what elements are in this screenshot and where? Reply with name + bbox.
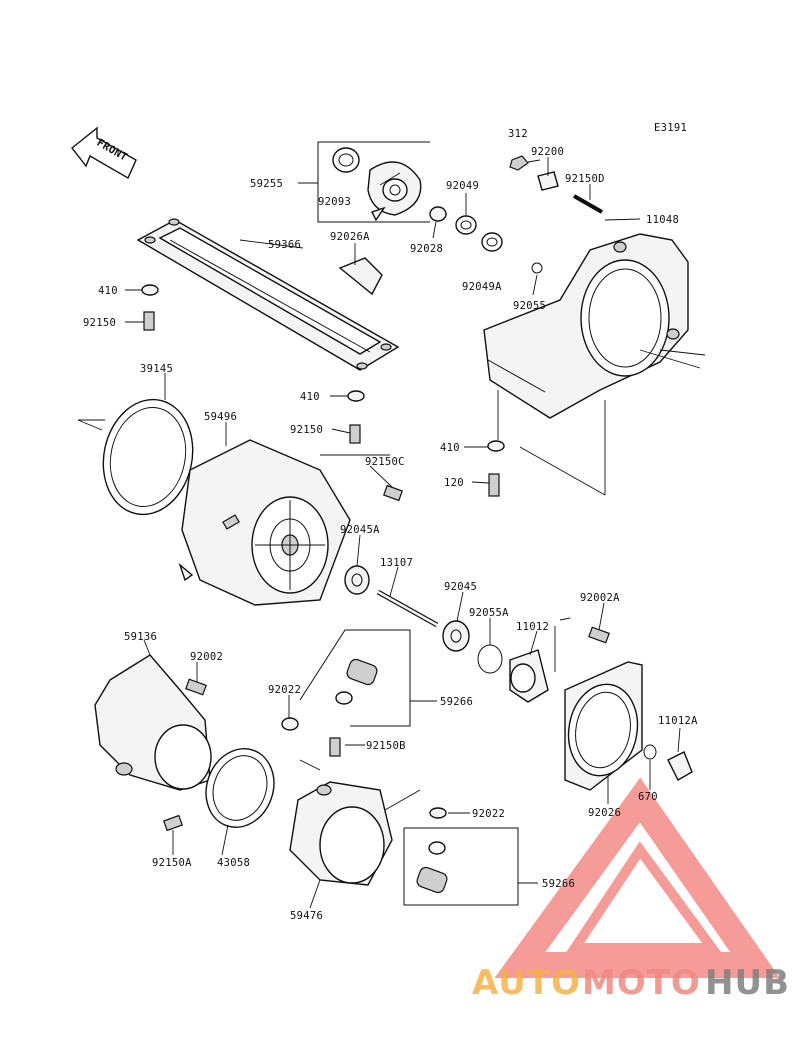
label-39145: 39145: [140, 363, 173, 375]
diagram-code: E3191: [654, 122, 687, 134]
label-92022-a: 92022: [268, 684, 301, 696]
part-shape-59496: [178, 439, 351, 606]
watermark-word-hub: HUB: [705, 963, 790, 1003]
part-shape-11048: [483, 233, 689, 419]
part-labels: 312 92200 92150D 11048 59255 92093 92049…: [83, 128, 698, 922]
watermark-word-auto: AUTO: [472, 963, 581, 1003]
label-312: 312: [508, 128, 528, 140]
part-shape-92026A: [338, 257, 383, 296]
label-92093: 92093: [318, 196, 351, 208]
label-670: 670: [638, 791, 658, 803]
label-92055A: 92055A: [469, 607, 509, 619]
watermark-logo: [494, 777, 780, 978]
part-shape-92022: [281, 717, 447, 819]
part-shape-11012: [509, 649, 549, 703]
part-shape-59366: [136, 218, 400, 371]
label-92150B: 92150B: [366, 740, 406, 752]
part-shape-92150A: [163, 814, 183, 832]
label-11012A: 11012A: [658, 715, 698, 727]
label-92055: 92055: [513, 300, 546, 312]
label-92200: 92200: [531, 146, 564, 158]
label-92150-b: 92150: [290, 424, 323, 436]
watermark-wordmark: AUTO MOTO HUB: [472, 963, 790, 1003]
part-shape-92045A: [344, 565, 370, 595]
leader-lines: [77, 157, 706, 909]
part-shape-670: [643, 744, 657, 760]
watermark-triangle-icon: [494, 777, 780, 978]
label-92002A: 92002A: [580, 592, 620, 604]
part-shape-92055A: [477, 644, 503, 674]
label-92002: 92002: [190, 651, 223, 663]
part-shape-120: [488, 473, 500, 497]
label-43058: 43058: [217, 857, 250, 869]
label-59266-a: 59266: [440, 696, 473, 708]
part-shape-92049: [455, 215, 503, 252]
label-92049A: 92049A: [462, 281, 502, 293]
part-shape-312: [509, 155, 529, 171]
label-92022-b: 92022: [472, 808, 505, 820]
label-59366: 59366: [268, 239, 301, 251]
label-11012: 11012: [516, 621, 549, 633]
part-shape-59255: [317, 141, 430, 223]
part-shape-92002A: [588, 626, 610, 644]
label-92045A: 92045A: [340, 524, 380, 536]
label-92028: 92028: [410, 243, 443, 255]
label-410-a: 410: [98, 285, 118, 297]
label-11048: 11048: [646, 214, 679, 226]
label-92150A: 92150A: [152, 857, 192, 869]
part-shape-39145: [102, 398, 194, 516]
part-shape-59266-lower: [403, 827, 519, 906]
label-410-c: 410: [440, 442, 460, 454]
label-92150-a: 92150: [83, 317, 116, 329]
label-59255: 59255: [250, 178, 283, 190]
part-shape-92150B: [329, 737, 341, 757]
part-shape-92028: [429, 206, 447, 222]
part-shape-11012A: [667, 751, 693, 781]
part-shape-59266-upper: [299, 629, 411, 727]
front-arrow-icon: FRONT: [71, 126, 137, 179]
part-shape-43058: [205, 748, 275, 828]
part-shape-92055: [531, 262, 543, 274]
part-shape-92150D: [573, 194, 603, 214]
label-59496: 59496: [204, 411, 237, 423]
part-shape-59476: [289, 781, 393, 886]
part-shape-13107: [376, 589, 439, 628]
part-shape-92200: [537, 171, 559, 191]
label-92026: 92026: [588, 807, 621, 819]
label-410-b: 410: [300, 391, 320, 403]
label-92049: 92049: [446, 180, 479, 192]
label-120: 120: [444, 477, 464, 489]
label-92150C: 92150C: [365, 456, 405, 468]
part-shape-92045: [442, 620, 470, 652]
part-shape-92150C: [383, 484, 403, 502]
label-92045: 92045: [444, 581, 477, 593]
part-shape-92150: [143, 311, 361, 444]
part-shape-92026: [564, 661, 643, 791]
part-shape-410: [141, 284, 505, 452]
part-shape-59136: [94, 654, 212, 791]
label-92026A: 92026A: [330, 231, 370, 243]
watermark-word-moto: MOTO: [582, 963, 701, 1003]
label-59266-b: 59266: [542, 878, 575, 890]
label-59136: 59136: [124, 631, 157, 643]
label-59476: 59476: [290, 910, 323, 922]
label-13107: 13107: [380, 557, 413, 569]
label-92150D: 92150D: [565, 173, 605, 185]
part-shape-92002: [185, 678, 207, 696]
